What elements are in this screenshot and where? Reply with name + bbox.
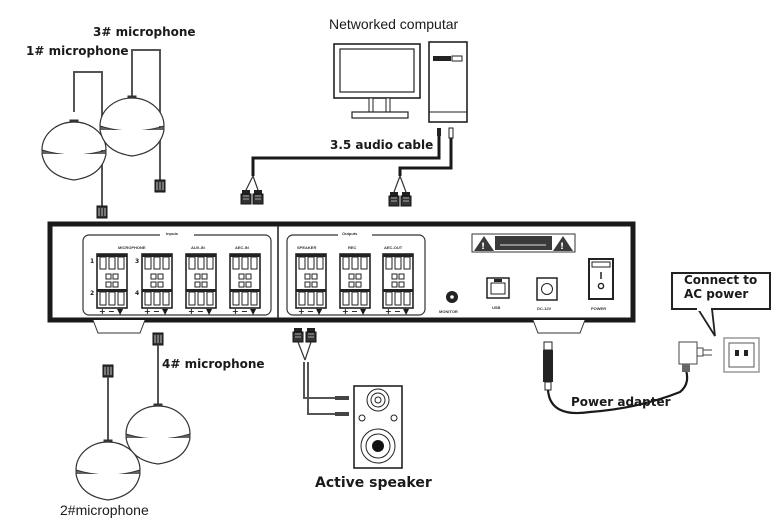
terminal-sign: − — [307, 307, 314, 316]
bubble-gap — [697, 307, 711, 311]
terminal-sign: ▼ — [117, 307, 124, 316]
terminal-sign: + — [342, 307, 349, 316]
ac-power-label-line2: AC power — [684, 287, 749, 301]
active-speaker-icon — [353, 385, 403, 469]
computer-icon — [333, 41, 468, 123]
channel-mark: 1 — [90, 258, 95, 265]
channel-mark: 4 — [135, 290, 140, 297]
terminal-sign: + — [232, 307, 239, 316]
microphone-1-icon — [41, 71, 108, 219]
speech-bubble-tail — [697, 308, 716, 337]
outputs-group-label: Outputs — [342, 231, 358, 236]
terminal-sign: − — [394, 307, 401, 316]
terminal-sign: ▼ — [316, 307, 323, 316]
svg-text:!: ! — [481, 242, 485, 252]
terminal-sign: + — [99, 307, 106, 316]
audio-cable-label: 3.5 audio cable — [330, 138, 434, 152]
active-speaker-label: Active speaker — [315, 475, 432, 491]
microphone-3-icon — [99, 49, 166, 193]
channel-mark: 2 — [90, 290, 95, 297]
terminal-sign: − — [197, 307, 204, 316]
power-switch-label: POWER — [591, 306, 607, 311]
inputs-group-label: Inputs — [166, 231, 178, 236]
aux-in-port-label: AUX-IN — [191, 245, 205, 250]
terminal-sign: + — [188, 307, 195, 316]
channel-mark: 3 — [135, 258, 140, 265]
terminal-sign: − — [108, 307, 115, 316]
speaker-port-label: SPEAKER — [297, 245, 317, 250]
svg-text:!: ! — [560, 242, 564, 252]
microphone-4-icon — [125, 332, 191, 465]
aec-in-port-label: AEC-IN — [235, 245, 249, 250]
terminal-sign: ▼ — [250, 307, 257, 316]
mic3-label: 3# microphone — [93, 25, 196, 39]
terminal-sign: − — [241, 307, 248, 316]
terminal-sign: − — [153, 307, 160, 316]
aec-out-port-label: AEC-OUT — [384, 245, 403, 250]
ac-power-label-line1: Connect to — [684, 273, 758, 287]
power-adapter-icon — [543, 341, 712, 415]
ac-power-callout — [671, 272, 771, 310]
mic2-label: 2#microphone — [60, 502, 149, 518]
terminal-sign: ▼ — [403, 307, 410, 316]
terminal-sign: + — [144, 307, 151, 316]
terminal-sign: − — [351, 307, 358, 316]
terminal-sign: ▼ — [360, 307, 367, 316]
mic1-label: 1# microphone — [26, 44, 129, 58]
microphone-port-label: MICROPHONE — [118, 245, 146, 250]
microphone-2-icon — [75, 364, 141, 501]
power-adapter-label: Power adapter — [571, 395, 671, 409]
terminal-sign: ▼ — [206, 307, 213, 316]
usb-port-label: USB — [492, 305, 501, 310]
monitor-port-label: MONITOR — [439, 309, 458, 314]
dc-port-label: DC-12V — [537, 306, 552, 311]
rec-port-label: REC — [348, 245, 357, 250]
terminal-sign: + — [385, 307, 392, 316]
mic4-label: 4# microphone — [162, 357, 265, 371]
computer-label: Networked computar — [329, 16, 459, 32]
wall-outlet-icon — [723, 337, 760, 373]
terminal-sign: ▼ — [162, 307, 169, 316]
audio-cable — [240, 127, 454, 207]
terminal-sign: + — [298, 307, 305, 316]
speaker-cable — [292, 327, 349, 416]
mixer-device: ! ! — [47, 221, 636, 334]
